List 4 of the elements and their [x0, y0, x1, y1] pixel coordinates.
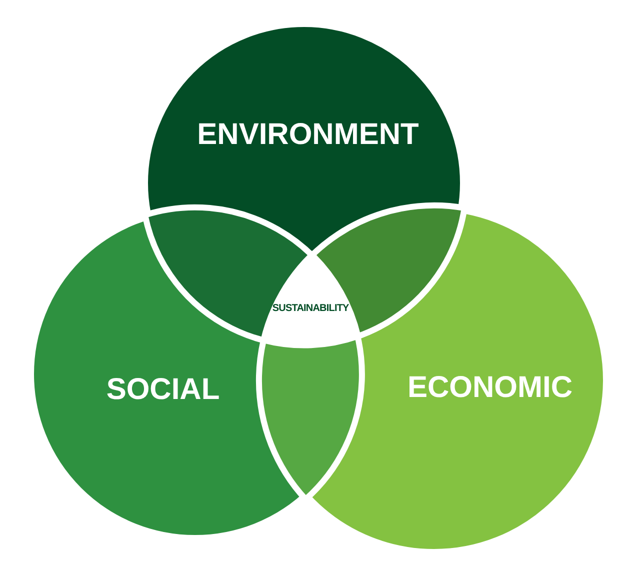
circle-label: SOCIAL: [106, 373, 220, 407]
circle-label: ENVIRONMENT: [197, 118, 419, 152]
circle-label: ECONOMIC: [408, 371, 572, 405]
center-label: SUSTAINABILITY: [272, 302, 349, 314]
